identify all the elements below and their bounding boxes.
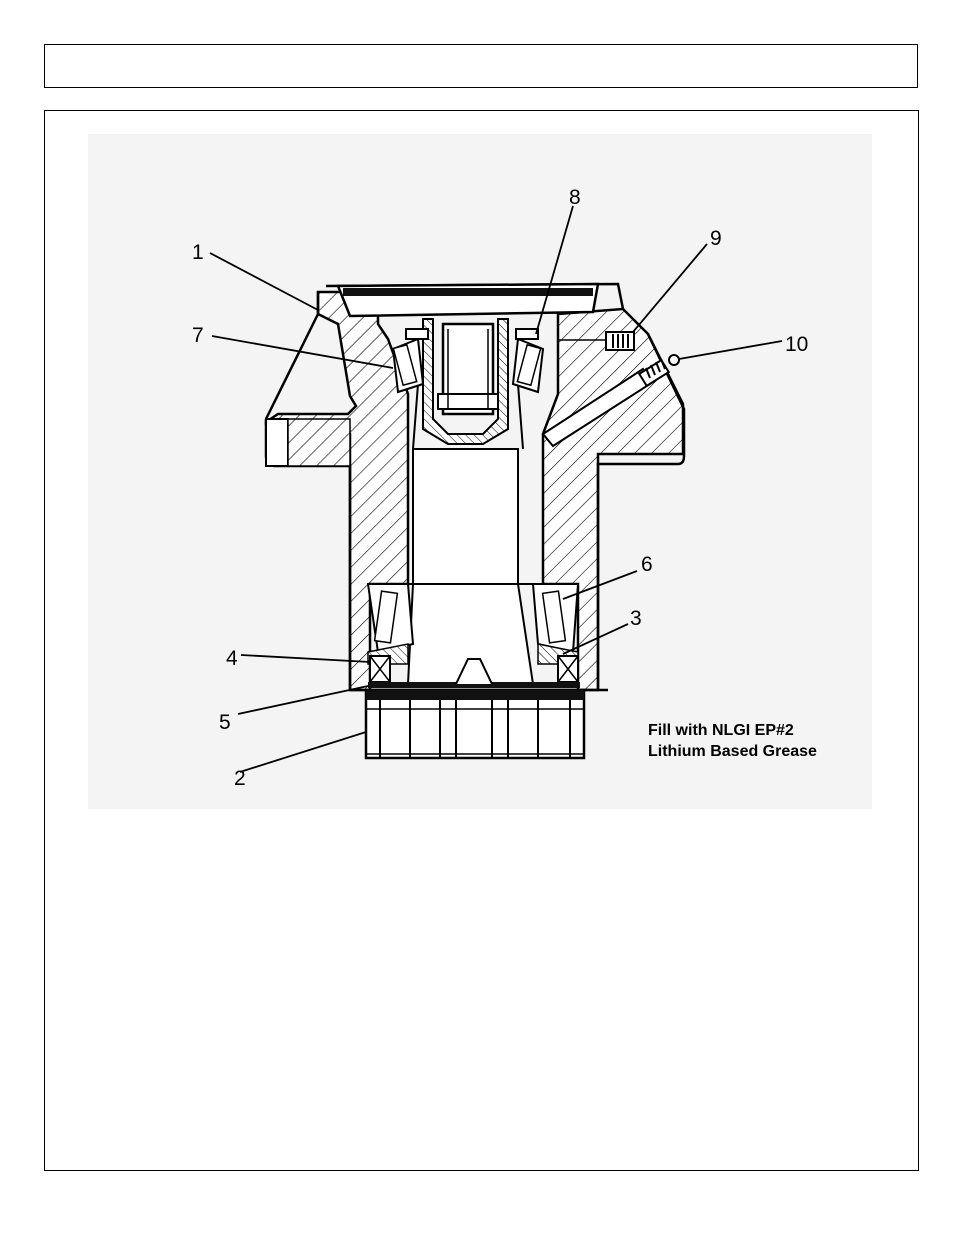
mounting-boss-left [265, 418, 289, 467]
grease-fitting [637, 354, 680, 388]
callout-6: 6 [641, 553, 653, 576]
shaft-point [455, 658, 493, 685]
mounting-boss-left-hatch [287, 418, 351, 467]
pipe-plug-threads [612, 334, 629, 348]
callout-2: 2 [234, 767, 246, 790]
callout-5: 5 [219, 711, 231, 734]
content-box [44, 110, 919, 1171]
upper-seal [515, 328, 539, 340]
shaft-taper [412, 383, 524, 450]
callout-10: 10 [785, 333, 808, 356]
callout-4: 4 [226, 647, 238, 670]
top-cap-seal [343, 288, 593, 296]
grease-note-line1: Fill with NLGI EP#2 [648, 722, 794, 739]
leader-2 [239, 731, 367, 773]
leader-3 [562, 623, 629, 655]
leader-4 [240, 654, 371, 663]
header-box [44, 44, 918, 88]
leader-5 [237, 685, 369, 715]
spindle-shaft [406, 448, 535, 685]
callout-9: 9 [710, 227, 722, 250]
leader-lines [209, 205, 783, 773]
lower-seal-right [557, 655, 579, 683]
lower-seal-left [369, 655, 391, 683]
lower-snap-ring [368, 682, 580, 688]
callout-3: 3 [630, 607, 642, 630]
callout-8: 8 [569, 186, 581, 209]
spindle-cross-section-figure: 1 2 3 4 5 6 7 8 9 10 Fill with NLGI EP#2… [88, 134, 872, 809]
bottom-hub [364, 688, 586, 760]
upper-seal-left [405, 328, 429, 340]
nut-washer [437, 393, 499, 410]
grease-note-line2: Lithium Based Grease [648, 743, 817, 760]
callout-7: 7 [192, 324, 204, 347]
leader-10 [678, 340, 783, 360]
leader-9 [632, 243, 708, 333]
leader-7 [211, 335, 394, 369]
upper-retainer [422, 318, 509, 445]
spindle-cross-section-diagram: 1 2 3 4 5 6 7 8 9 10 Fill with NLGI EP#2… [88, 134, 872, 809]
pipe-plug [605, 331, 635, 351]
leader-8 [535, 205, 574, 335]
leader-1 [209, 252, 319, 311]
leader-6 [562, 570, 638, 600]
callout-1: 1 [192, 241, 204, 264]
